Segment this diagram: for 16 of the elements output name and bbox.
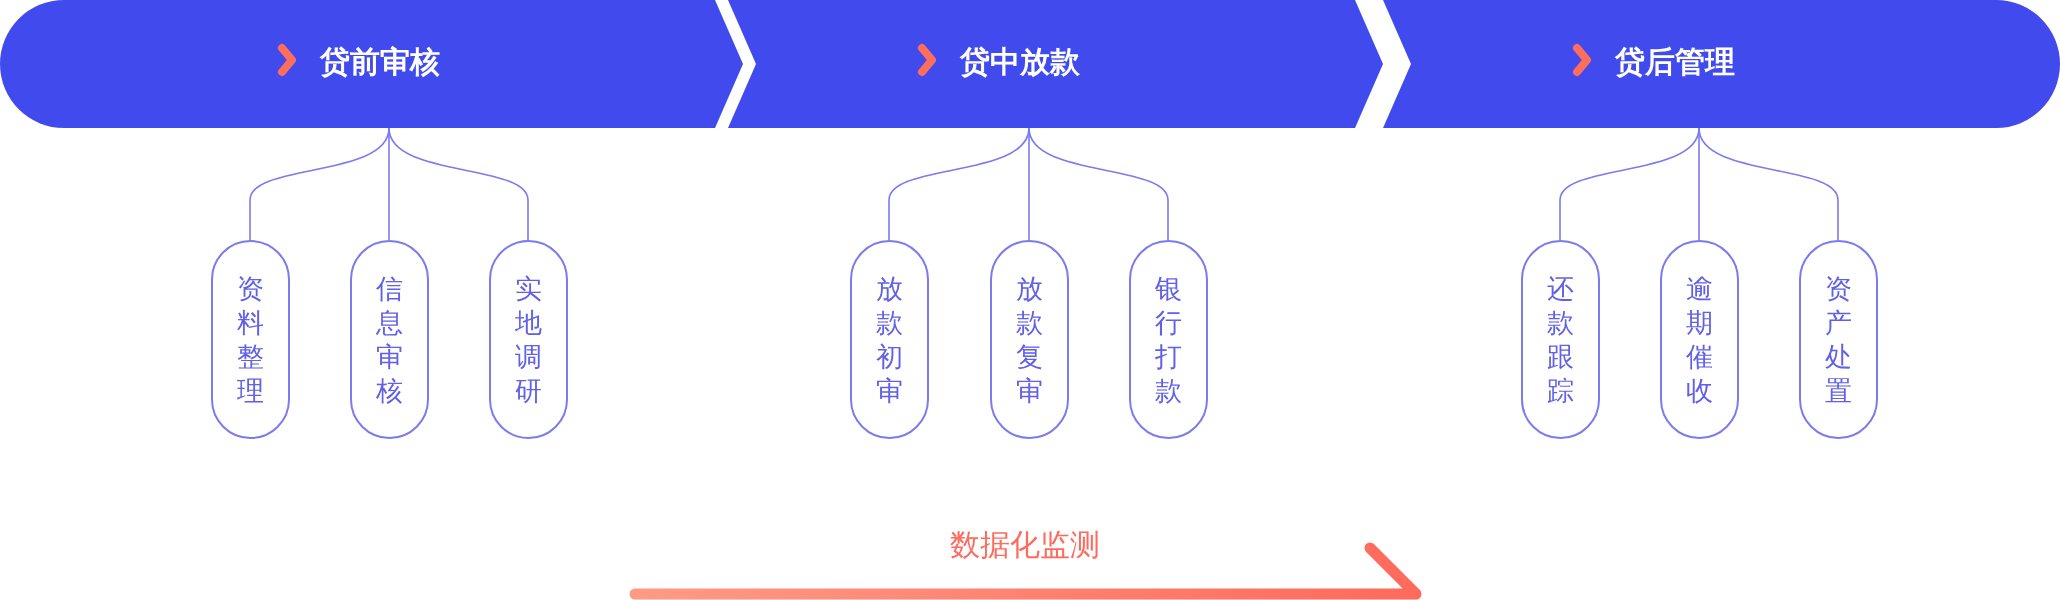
stage-title: 贷后管理 xyxy=(1615,43,1735,81)
step-pill: 资产处置 xyxy=(1798,240,1878,439)
connector-line xyxy=(388,127,529,241)
step-pill: 逾期催收 xyxy=(1659,240,1739,439)
connector-line xyxy=(1698,127,1839,241)
step-pill: 放款初审 xyxy=(849,240,929,439)
step-pill: 实地调研 xyxy=(488,240,568,439)
stage-title: 贷中放款 xyxy=(960,43,1080,81)
caption-text: 数据化监测 xyxy=(950,526,1100,564)
step-pill: 银行打款 xyxy=(1128,240,1208,439)
step-pill: 资料整理 xyxy=(210,240,290,439)
stage-title: 贷前审核 xyxy=(320,43,440,81)
connector-line xyxy=(1028,127,1169,241)
step-pill: 放款复审 xyxy=(989,240,1069,439)
step-pill: 信息审核 xyxy=(349,240,429,439)
step-pill: 还款跟踪 xyxy=(1520,240,1600,439)
